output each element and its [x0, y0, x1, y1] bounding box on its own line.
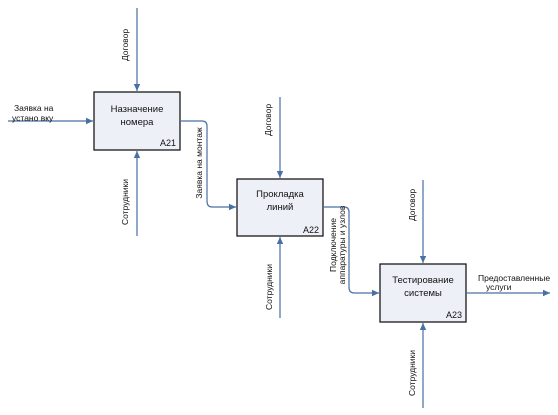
arrow-a22-to-a23-line	[323, 206, 379, 297]
arrow-output-a23[interactable]: Предоставленные услуги	[466, 273, 550, 297]
block-a23-title-line-2: системы	[404, 288, 442, 299]
arrow-input-a21-label-line-2: устано вку	[12, 113, 54, 123]
arrow-mechanism-a22-label: Сотрудники	[264, 264, 274, 310]
arrow-a22-to-a23[interactable]: Подключение аппаратуры и узлов	[323, 205, 379, 297]
arrow-a22-to-a23-label-line-1: Подключение	[328, 218, 338, 272]
arrow-a21-to-a22[interactable]: Заявка на монтаж	[180, 120, 236, 211]
arrow-mechanism-a21[interactable]: Сотрудники	[120, 151, 141, 236]
block-a21-title-line-1: Назначение	[111, 104, 164, 115]
block-a22-title-line-1: Прокладка	[256, 189, 304, 200]
arrow-control-a22-label: Договор	[263, 104, 273, 136]
arrow-control-a21-label: Договор	[120, 29, 130, 61]
block-a22[interactable]: Прокладка линий A22	[236, 178, 324, 237]
arrow-a22-to-a23-label-line-2: аппаратуры и узлов	[337, 205, 347, 284]
arrow-a21-to-a22-label: Заявка на монтаж	[194, 127, 204, 199]
block-a22-code: A22	[303, 225, 319, 235]
arrow-input-a21-label-line-1: Заявка на	[14, 103, 54, 113]
arrow-control-a23-label: Договор	[407, 189, 417, 221]
arrow-input-a21[interactable]: Заявка на устано вку	[8, 103, 93, 125]
arrow-a21-to-a22-line	[180, 120, 236, 211]
block-a21[interactable]: Назначение номера A21	[93, 91, 181, 151]
arrow-control-a23[interactable]: Договор	[407, 180, 427, 263]
block-a21-title-line-2: номера	[121, 117, 155, 128]
block-a22-title-line-2: линий	[267, 202, 294, 213]
arrow-mechanism-a23[interactable]: Сотрудники	[407, 323, 427, 408]
arrow-output-a23-label-line-1: Предоставленные	[478, 273, 550, 283]
arrow-mechanism-a21-label: Сотрудники	[120, 179, 130, 225]
arrow-mechanism-a23-label: Сотрудники	[407, 350, 417, 396]
block-a23-code: A23	[446, 310, 462, 320]
arrow-control-a21[interactable]: Договор	[120, 8, 141, 91]
block-a23[interactable]: Тестирование системы A23	[379, 263, 467, 323]
block-a23-title-line-1: Тестирование	[392, 275, 454, 286]
arrow-control-a22[interactable]: Договор	[263, 97, 284, 178]
arrow-mechanism-a22[interactable]: Сотрудники	[264, 237, 284, 318]
arrow-output-a23-label-line-2: услуги	[486, 282, 512, 292]
block-a21-box	[93, 91, 181, 151]
block-a22-box	[236, 178, 324, 237]
block-a23-box	[379, 263, 467, 323]
block-a21-code: A21	[160, 138, 176, 148]
